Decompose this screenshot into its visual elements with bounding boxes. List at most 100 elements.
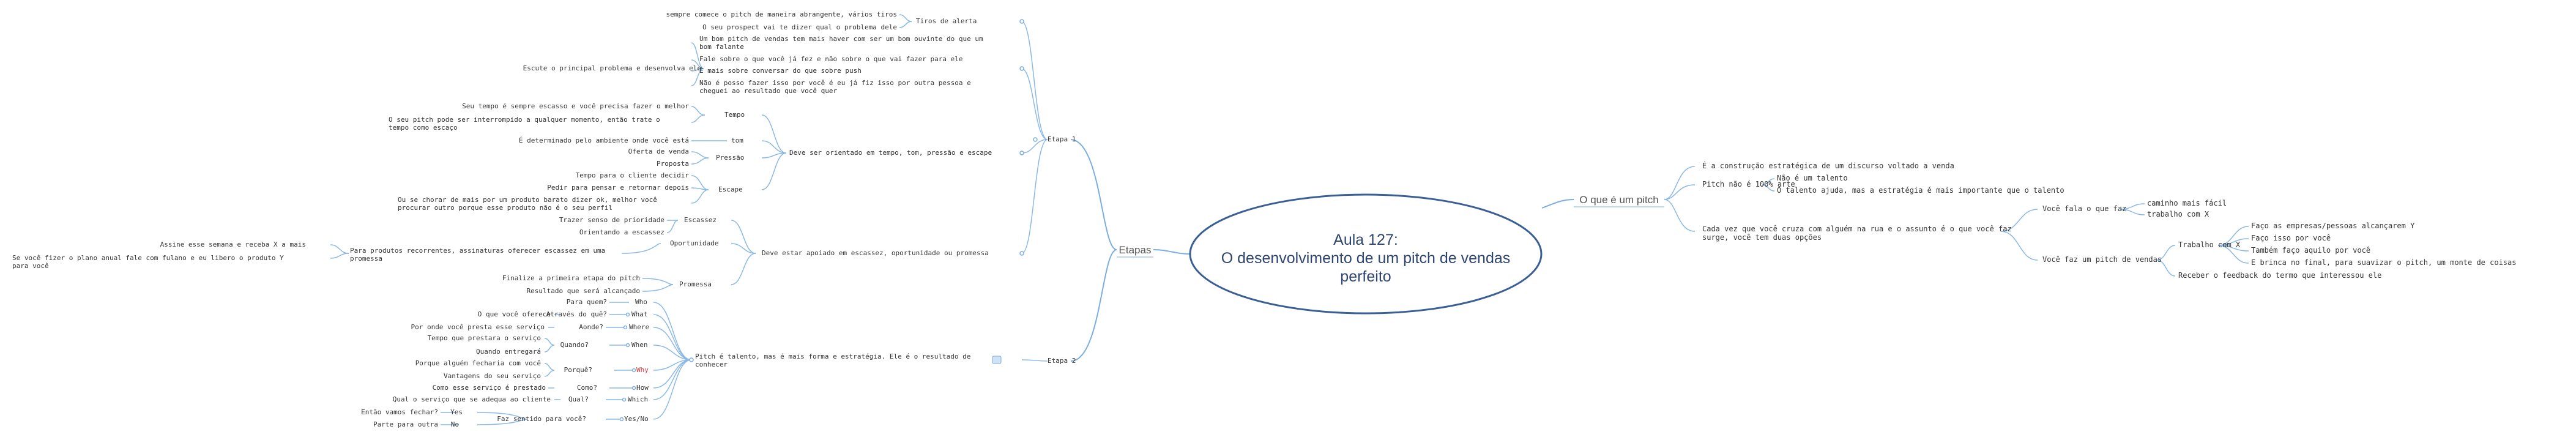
node-r3a2[interactable]: trabalho com X [2147, 210, 2209, 218]
collapse-knob-how[interactable] [631, 386, 636, 390]
node-w-which[interactable]: Which [628, 395, 648, 403]
node-r3c1d[interactable]: E brinca no final, para suavizar o pitch… [2251, 258, 2516, 267]
node-r2a[interactable]: Não é um talento [1777, 174, 1848, 182]
node-orientado[interactable]: Deve ser orientado em tempo, tom, pressã… [789, 149, 992, 157]
node-escape-2[interactable]: Pedir para pensar e retornar depois [547, 184, 689, 192]
node-w-yesno[interactable]: Yes/No [624, 415, 649, 423]
node-promessa-2[interactable]: Resultado que será alcançado [527, 287, 640, 295]
node-escape[interactable]: Escape [718, 185, 743, 193]
branch-label-etapas[interactable]: Etapas [1119, 244, 1152, 256]
collapse-knob-etapa-1[interactable] [1033, 137, 1038, 142]
node-pressao[interactable]: Pressão [716, 154, 744, 162]
node-tempo[interactable]: Tempo [724, 111, 745, 119]
link-pitch-what [653, 314, 692, 360]
node-escute-2[interactable]: Fale sobre o que você já fez e não sobre… [699, 55, 962, 63]
collapse-knob-why[interactable] [631, 368, 636, 373]
node-etapa-2[interactable]: Etapa 2 [1048, 357, 1076, 365]
node-escute-1a[interactable]: Um bom pitch de vendas tem mais haver co… [699, 35, 983, 43]
node-tiros-1[interactable]: sempre comece o pitch de maneira abrange… [666, 10, 898, 18]
node-apoiado[interactable]: Deve estar apoiado em escassez, oportuni… [762, 249, 989, 257]
node-escassez-2[interactable]: Orientando a escassez [579, 228, 664, 236]
collapse-knob-pitch[interactable] [689, 357, 694, 362]
collapse-knob-where[interactable] [623, 325, 628, 330]
node-oportunidade[interactable]: Oportunidade [670, 239, 718, 247]
node-pitch[interactable]: Pitch é talento, mas é mais forma e estr… [695, 352, 970, 360]
collapse-knob-yesno[interactable] [619, 417, 624, 422]
node-etapa-1[interactable]: Etapa 1 [1048, 135, 1076, 143]
node-r3c1a[interactable]: Faço as empresas/pessoas alcançarem Y [2251, 222, 2415, 230]
link-center-right [1541, 199, 1574, 209]
node-tom-1[interactable]: É determinado pelo ambiente onde você es… [519, 136, 689, 144]
node-escute-3[interactable]: É mais sobre conversar do que sobre push [699, 67, 862, 75]
node-r3c1b[interactable]: Faço isso por você [2251, 234, 2331, 242]
node-w-where[interactable]: Where [629, 323, 649, 331]
collapse-knob-what[interactable] [625, 312, 630, 317]
node-r3c1c[interactable]: Também faço aquilo por você [2251, 246, 2370, 255]
collapse-knob-orientado[interactable] [1019, 151, 1024, 155]
node-tiros-2[interactable]: O seu prospect vai te dizer qual o probl… [702, 23, 897, 31]
node-tom[interactable]: tom [731, 136, 743, 144]
node-q-who[interactable]: Para quem? [567, 298, 607, 306]
node-w-who[interactable]: Who [635, 298, 647, 306]
node-escassez[interactable]: Escassez [684, 216, 717, 224]
link-e2-pitch [1021, 359, 1048, 362]
node-yes-ans[interactable]: Então vamos fechar? [361, 408, 438, 416]
node-q-what[interactable]: Através do quê? [546, 310, 607, 318]
node-escape-3a[interactable]: Ou se chorar de mais por um produto bara… [398, 196, 657, 204]
node-escassez-1[interactable]: Trazer senso de prioridade [559, 216, 664, 224]
node-q-why[interactable]: Porquê? [564, 366, 592, 374]
node-a-what[interactable]: O que você oferece [478, 310, 551, 318]
branch-label-o-que-e[interactable]: O que é um pitch [1579, 194, 1658, 206]
node-r2b[interactable]: O talento ajuda, mas a estratégia é mais… [1777, 186, 2064, 195]
node-r3c2[interactable]: Receber o feedback do termo que interess… [2178, 271, 2381, 280]
node-q-where[interactable]: Aonde? [579, 323, 603, 331]
node-a-why-2[interactable]: Vantagens do seu serviço [444, 372, 541, 380]
node-tiros-de-alerta[interactable]: Tiros de alerta [916, 17, 977, 25]
node-r2[interactable]: Pitch não é 100% arte [1702, 180, 1795, 188]
node-q-yesno[interactable]: Faz sentido para você? [497, 415, 586, 423]
node-promessa-1[interactable]: Finalize a primeira etapa do pitch [502, 274, 640, 282]
node-escape-1[interactable]: Tempo para o cliente decidir [576, 171, 690, 179]
node-a-where[interactable]: Por onde você presta esse serviço [411, 323, 545, 331]
branch-etapas: Etapas Etapa 1 Tiros de alerta sempre co… [12, 10, 1153, 428]
node-q-when[interactable]: Quando? [560, 341, 589, 349]
image-icon[interactable] [992, 356, 1002, 364]
node-a-which[interactable]: Qual o serviço que se adequa ao cliente [393, 395, 551, 403]
node-w-when[interactable]: When [631, 341, 648, 349]
node-oport-b1[interactable]: Se você fizer o plano anual fale com ful… [12, 254, 284, 262]
node-oport-1a[interactable]: Para produtos recorrentes, assinaturas o… [350, 247, 605, 255]
node-a-when-1[interactable]: Tempo que prestara o serviço [428, 334, 541, 342]
link-promessa-2 [642, 284, 674, 292]
node-w-what[interactable]: What [631, 310, 648, 318]
node-yes[interactable]: Yes [450, 408, 463, 416]
node-w-why[interactable]: Why [636, 366, 649, 374]
collapse-knob-apoiado[interactable] [1019, 251, 1024, 256]
collapse-knob-which[interactable] [622, 397, 627, 402]
node-escute-4a[interactable]: Não é posso fazer isso por você é eu já … [699, 79, 971, 87]
node-r3c[interactable]: Você faz um pitch de vendas [2042, 255, 2162, 264]
node-promessa[interactable]: Promessa [679, 280, 712, 288]
node-escute[interactable]: Escute o principal problema e desenvolva… [523, 64, 701, 72]
node-a-how[interactable]: Como esse serviço é prestado [433, 384, 546, 392]
node-r1[interactable]: É a construção estratégica de um discurs… [1702, 161, 1954, 170]
node-no-ans[interactable]: Parte para outra [373, 420, 438, 428]
collapse-knob-when[interactable] [625, 343, 630, 348]
node-q-which[interactable]: Qual? [568, 395, 589, 403]
node-tempo-2a[interactable]: O seu pitch pode ser interrompido a qual… [389, 116, 660, 124]
node-pressao-2[interactable]: Proposta [657, 160, 689, 168]
node-a-why-1[interactable]: Porque alguém fecharia com você [415, 359, 541, 367]
node-q-how[interactable]: Como? [577, 384, 597, 392]
central-topic[interactable]: Aula 127: O desenvolvimento de um pitch … [1189, 193, 1543, 315]
node-r3c1[interactable]: Trabalho com X [2178, 241, 2241, 249]
node-r3a1[interactable]: caminho mais fácil [2147, 199, 2227, 207]
node-w-how[interactable]: How [636, 384, 649, 392]
node-r3a[interactable]: Você fala o que faz [2042, 204, 2126, 213]
node-tempo-1[interactable]: Seu tempo é sempre escasso e você precis… [462, 102, 689, 110]
collapse-knob-tiros[interactable] [1019, 19, 1024, 24]
node-a-when-2[interactable]: Quando entregará [476, 348, 541, 356]
node-no[interactable]: No [451, 420, 459, 428]
node-pressao-1[interactable]: Oferta de venda [628, 147, 689, 155]
node-oport-a[interactable]: Assine esse semana e receba X a mais [160, 241, 306, 248]
node-r3[interactable]: Cada vez que você cruza com alguém na ru… [1702, 225, 2012, 233]
collapse-knob-escute[interactable] [1019, 66, 1024, 71]
